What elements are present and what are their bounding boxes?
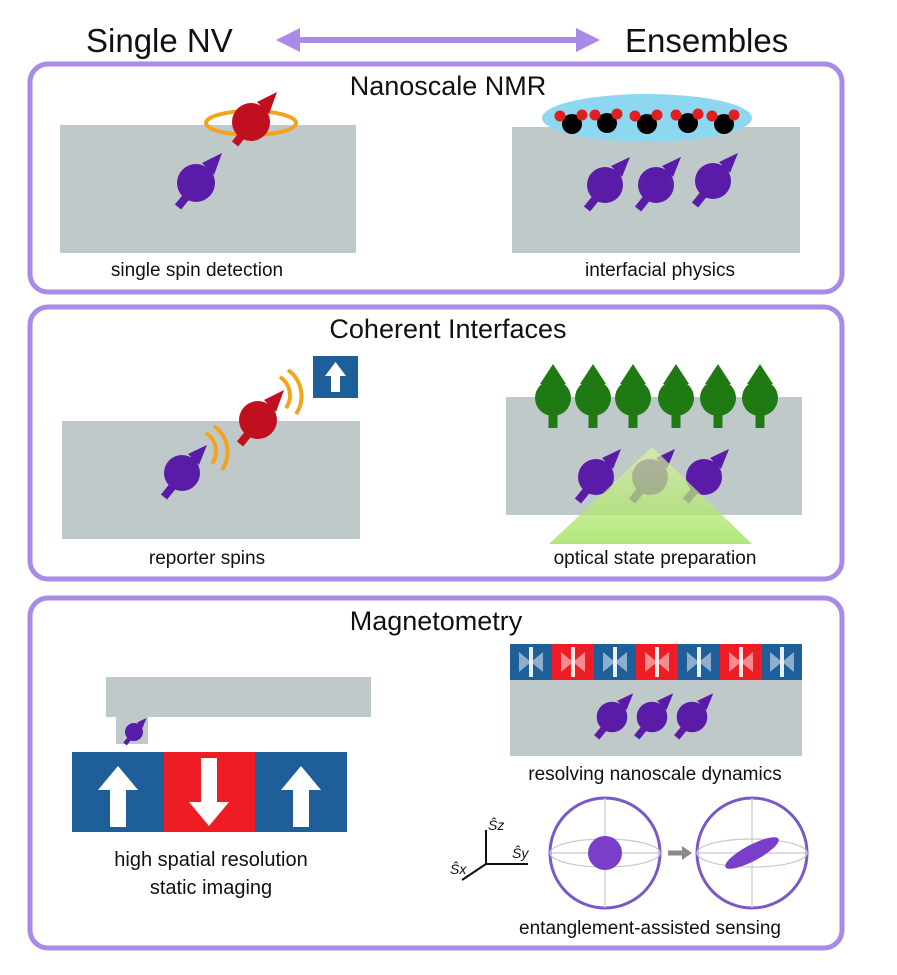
caption-optical-state-preparation: optical state preparation xyxy=(554,548,757,569)
squeeze-arrow xyxy=(668,846,692,860)
nv-ensemble xyxy=(583,153,738,212)
scanning-cantilever xyxy=(106,677,371,744)
signal-arcs xyxy=(204,368,304,472)
caption-single-spin-detection: single spin detection xyxy=(111,260,283,281)
nv-spin xyxy=(174,153,222,210)
panel-magnetometry: Magnetometry high spatial resolution sta… xyxy=(27,595,845,951)
panel-nanoscale-nmr: Nanoscale NMR single spin detection xyxy=(27,61,845,295)
caption-entanglement-assisted-sensing: entanglement-assisted sensing xyxy=(519,918,781,939)
nv-ensemble xyxy=(594,693,714,740)
tip-nv-spin xyxy=(123,718,147,746)
panel-frame xyxy=(27,595,845,951)
magnetic-domains xyxy=(72,752,347,832)
axis-label-z: Ŝz xyxy=(488,816,504,833)
target-spin xyxy=(231,92,277,147)
panel-title: Nanoscale NMR xyxy=(350,71,547,101)
caption-resolving-nanoscale-dynamics: resolving nanoscale dynamics xyxy=(528,764,781,785)
nv-spin xyxy=(160,445,207,500)
caption-reporter-spins: reporter spins xyxy=(149,548,265,569)
panel-title: Magnetometry xyxy=(350,606,523,636)
panel-frame xyxy=(27,304,845,582)
single-nv-label: Single NV xyxy=(86,22,233,59)
panel-frame xyxy=(27,61,845,295)
reporter-spin xyxy=(236,390,284,447)
axis-label-y: Ŝy xyxy=(512,844,529,861)
axis-label-x: Ŝx xyxy=(450,860,467,877)
molecules xyxy=(554,108,740,134)
bloch-sphere-squeezed xyxy=(695,796,809,910)
double-arrow xyxy=(276,28,600,52)
header: Single NV Ensembles xyxy=(86,22,788,59)
fluctuating-domains xyxy=(510,644,802,680)
panel-coherent-interfaces: Coherent Interfaces reporter spins xyxy=(27,304,845,582)
laser-beam xyxy=(549,447,752,544)
readout-spin-box xyxy=(313,356,358,398)
panel-title: Coherent Interfaces xyxy=(329,314,566,344)
caption-high-spatial-resolution: high spatial resolution xyxy=(114,849,307,871)
caption-interfacial-physics: interfacial physics xyxy=(585,260,735,281)
bloch-sphere-coherent xyxy=(548,796,662,910)
spin-axes xyxy=(461,830,528,881)
green-spin-row xyxy=(535,364,778,428)
ensembles-label: Ensembles xyxy=(625,22,788,59)
caption-static-imaging: static imaging xyxy=(150,877,272,899)
